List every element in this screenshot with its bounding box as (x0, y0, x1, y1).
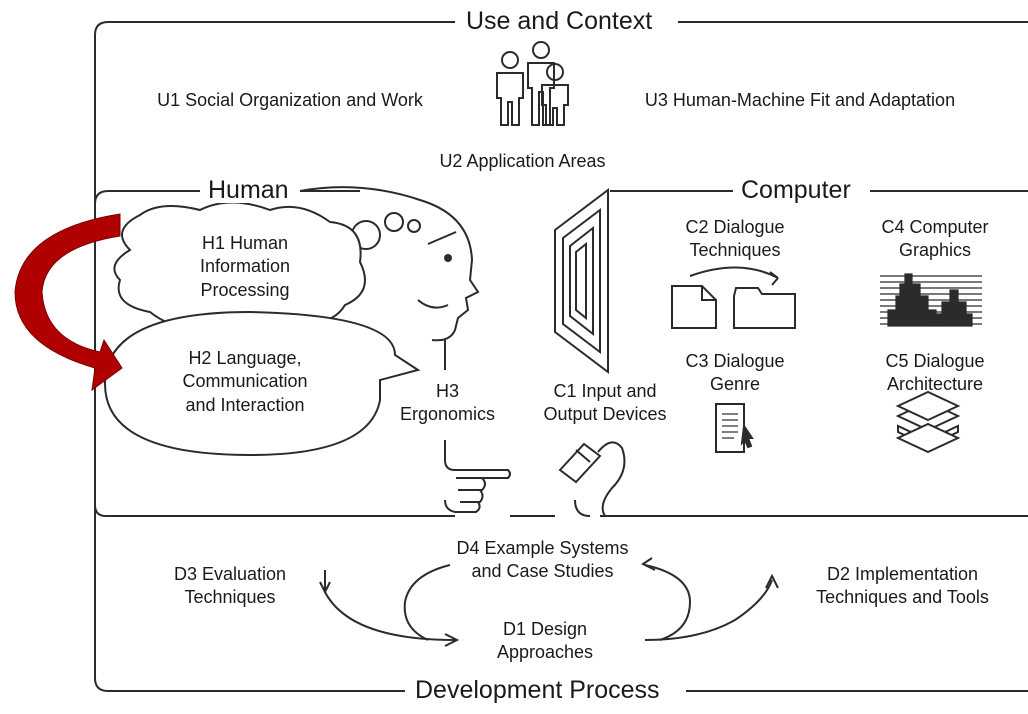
graphics-icon (880, 273, 982, 327)
label-c3: C3 Dialogue Genre (685, 351, 785, 395)
label-d4: D4 Example Systems and Case Studies (456, 538, 629, 582)
label-d1: D1 Design Approaches (496, 619, 594, 663)
label-u3: U3 Human-Machine Fit and Adaptation (644, 90, 956, 110)
monitor-icon (554, 187, 609, 375)
label-c2: C2 Dialogue Techniques (685, 217, 785, 261)
label-h1: H1 Human Information Processing (199, 233, 291, 300)
development-process-title: Development Process (407, 678, 668, 703)
head-eye (444, 254, 452, 262)
label-d2: D2 Implementation Techniques and Tools (816, 564, 989, 608)
genre-document-icon (715, 403, 754, 453)
development-arrows (319, 557, 779, 647)
pointing-hand-icon (444, 440, 511, 513)
head-smile (417, 299, 449, 309)
label-c5: C5 Dialogue Architecture (885, 351, 985, 395)
layers-icon (895, 390, 961, 454)
human-title: Human (200, 178, 297, 203)
head-profile-icon (299, 186, 480, 342)
people-icon (496, 41, 569, 126)
thought-bubble-icon (351, 212, 421, 250)
document-folder-icon (671, 266, 796, 329)
mouse-icon (558, 441, 626, 517)
label-h3: H3 Ergonomics (399, 381, 496, 425)
speech-bubble-icon (103, 310, 421, 457)
h1-cloud (113, 201, 366, 332)
use-context-title: Use and Context (458, 9, 661, 34)
label-d3: D3 Evaluation Techniques (173, 564, 287, 608)
label-c4: C4 Computer Graphics (881, 217, 989, 261)
label-c1: C1 Input and Output Devices (543, 381, 667, 425)
label-h2: H2 Language, Communication and Interacti… (182, 348, 308, 415)
label-u2: U2 Application Areas (439, 151, 606, 171)
computer-frame-base (574, 499, 1028, 517)
computer-title: Computer (733, 178, 859, 203)
label-u1: U1 Social Organization and Work (157, 90, 423, 110)
head-eyebrow (427, 231, 457, 245)
red-curved-arrow-icon (14, 213, 123, 392)
